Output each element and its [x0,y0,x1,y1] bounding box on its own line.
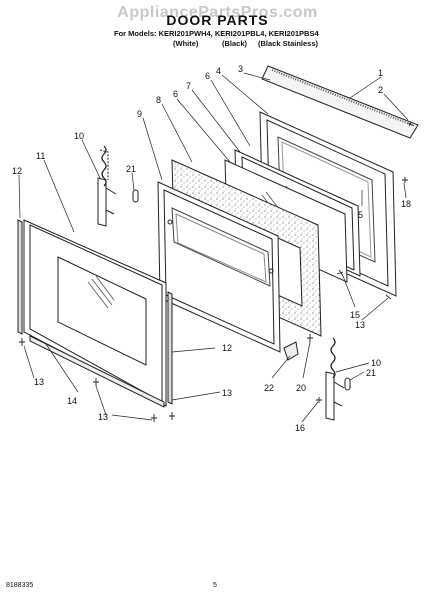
callout-2: 2 [378,85,383,95]
door-hinge-left [97,145,117,227]
callout-12-right: 12 [222,343,232,353]
outer-door-panel [23,219,167,407]
callout-10-right: 10 [371,358,381,368]
callout-4: 4 [216,66,221,76]
callout-13-right: 13 [222,388,232,398]
door-trim-strip [261,65,419,139]
callout-14: 14 [67,396,77,406]
screw-13-upper [385,294,392,300]
callout-13-upper: 13 [355,320,365,330]
hinge-receiver-right [344,377,351,391]
callout-21-left: 21 [126,164,136,174]
callout-11: 11 [36,151,45,161]
watermark: AppliancePartsPros.com [117,4,318,21]
variant-black-stainless: (Black Stainless) [258,39,319,48]
side-trim-right [167,291,173,405]
callout-13-bottom: 13 [98,412,108,422]
door-liner [157,181,281,353]
side-trim-left [17,219,23,335]
callout-20: 20 [296,383,306,393]
screw-15 [336,269,344,277]
page-title: DOOR PARTS [166,12,269,28]
callout-7: 7 [186,81,191,91]
models-line: For Models: KERI201PWH4, KERI201PBL4, KE… [114,29,319,38]
callout-6-mid: 6 [173,89,178,99]
callout-22: 22 [264,383,274,393]
callout-16: 16 [295,423,305,433]
callout-15: 15 [350,310,360,320]
door-hinge-right [325,337,345,421]
callout-10-left: 10 [74,131,84,141]
hinge-receiver-left [132,189,139,203]
callout-12-left: 12 [12,166,22,176]
screw-18 [402,177,408,183]
variant-black: (Black) [222,39,248,48]
door-bracket [283,341,299,361]
screw-16 [316,397,322,403]
callout-13-left: 13 [34,377,44,387]
screw-2 [407,122,415,127]
screw-20 [307,334,313,342]
callout-8: 8 [156,95,161,105]
doc-number: 8188335 [6,582,34,589]
screw-set [19,122,415,422]
screw-13-right [169,412,175,420]
callout-3: 3 [238,64,243,74]
callout-21-right: 21 [366,368,376,378]
variant-white: (White) [173,39,199,48]
callout-5: 5 [358,210,363,220]
callout-numbers: 1 2 3 4 5 6 6 7 8 9 10 10 11 12 12 13 13… [12,64,411,433]
screw-13-left [19,338,25,346]
callout-6-top: 6 [205,71,210,81]
callout-18: 18 [401,199,411,209]
page-number: 5 [213,582,217,589]
callout-9: 9 [137,109,142,119]
screw-13-bottom [93,378,99,386]
screw-13-front [151,414,157,422]
leader-lines [18,72,409,423]
callout-1: 1 [378,68,383,78]
bottom-trim [29,335,165,408]
